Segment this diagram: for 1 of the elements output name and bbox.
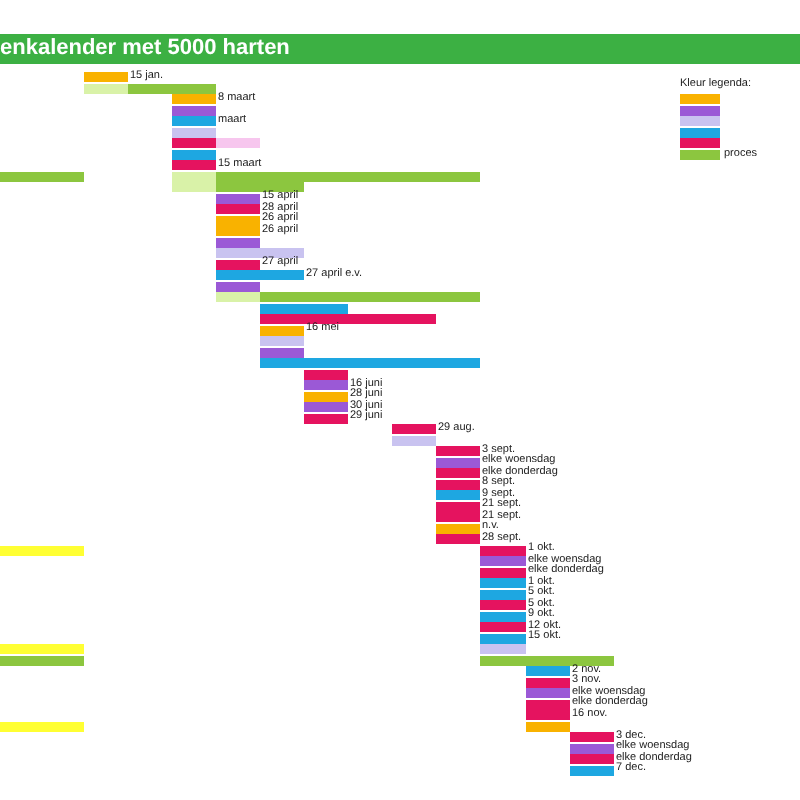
title: enkalender met 5000 harten [0, 36, 290, 62]
